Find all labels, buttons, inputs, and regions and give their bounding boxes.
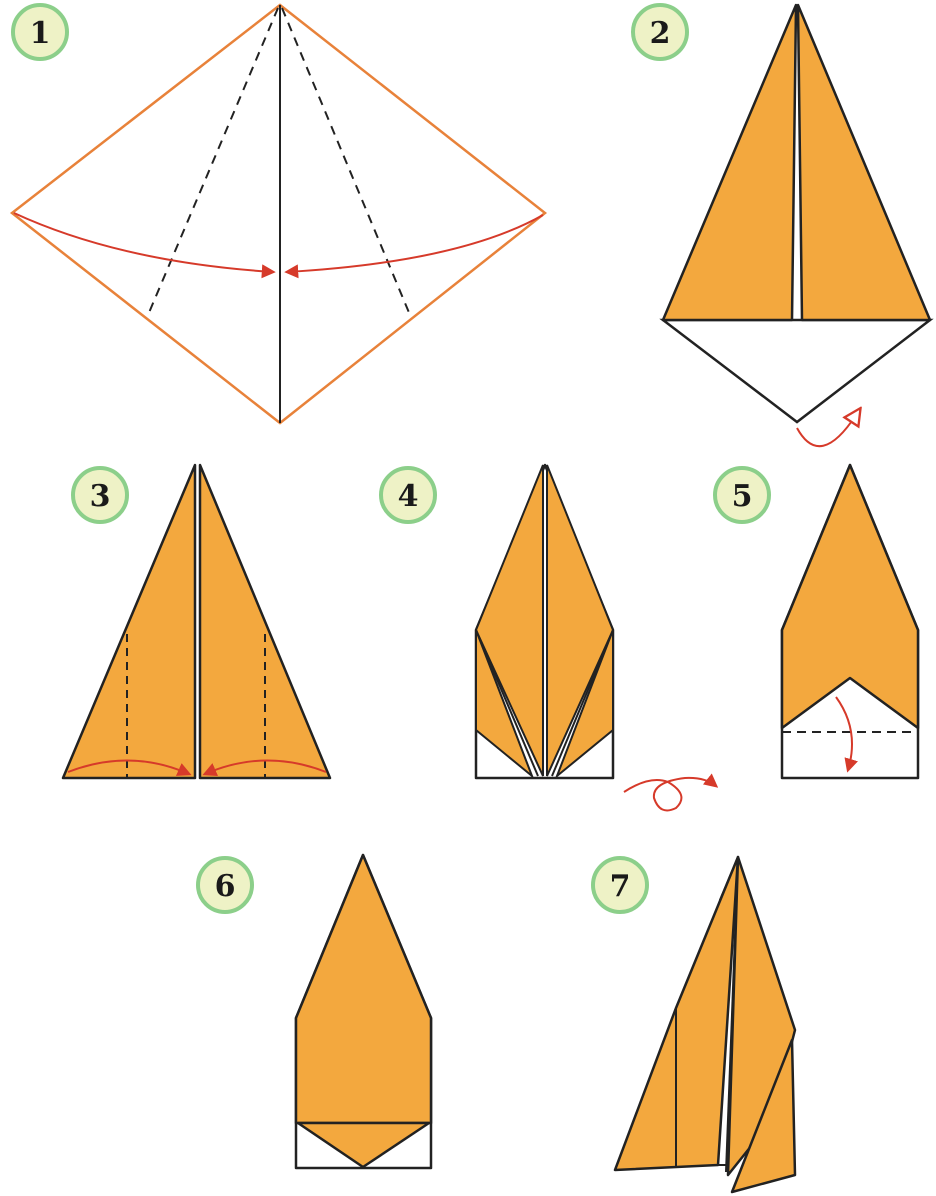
right-keel (730, 1038, 797, 1194)
orange-body (294, 853, 433, 1125)
fuselage-line (725, 856, 739, 1173)
white-bottom-flap (659, 318, 934, 424)
step-number-3: 3 (90, 479, 111, 514)
right-side-flap (554, 629, 614, 780)
fold-arrow-right (284, 214, 544, 279)
step-number-6: 6 (215, 869, 236, 904)
step-number-5: 5 (732, 479, 753, 514)
step-badge-4: 4 (379, 466, 437, 524)
step-badge-7: 7 (591, 856, 649, 914)
step-badge-5: 5 (713, 466, 771, 524)
step-1: 1 (9, 3, 548, 425)
step-badge-2: 2 (631, 3, 689, 61)
step-5: 5 (713, 463, 920, 780)
fold-line-right (281, 7, 411, 316)
step-number-2: 2 (650, 16, 671, 51)
fold-line-left (147, 7, 279, 316)
left-folded-flap (661, 3, 798, 322)
square-sheet (9, 3, 548, 425)
step-badge-1: 1 (11, 3, 69, 61)
step-badge-3: 3 (71, 466, 129, 524)
left-top-flap (474, 464, 544, 777)
turn-over-arrow (796, 415, 856, 448)
step-6: 6 (196, 853, 433, 1170)
turn-over-arrow (623, 773, 719, 812)
fold-arrow-right (202, 759, 327, 776)
inner-crease-left (475, 629, 539, 777)
step-number-4: 4 (398, 479, 419, 514)
folded-tip (296, 1121, 431, 1169)
step-number-1: 1 (30, 16, 51, 51)
orange-top (780, 463, 920, 730)
left-side-flap (475, 629, 535, 780)
left-half (61, 463, 197, 780)
step-7: 7 (591, 855, 797, 1194)
step-4: 4 (379, 463, 719, 812)
step-badge-6: 6 (196, 856, 254, 914)
right-folded-flap (796, 3, 932, 322)
fold-arrow-left (67, 759, 192, 776)
fold-down-arrow (835, 696, 858, 773)
step-number-7: 7 (610, 869, 631, 904)
inner-crease-right (551, 629, 614, 777)
right-top-flap (546, 464, 615, 777)
step-2: 2 (631, 3, 934, 448)
fold-arrow-left (13, 212, 276, 279)
step-3: 3 (61, 463, 332, 780)
right-half (198, 463, 332, 780)
